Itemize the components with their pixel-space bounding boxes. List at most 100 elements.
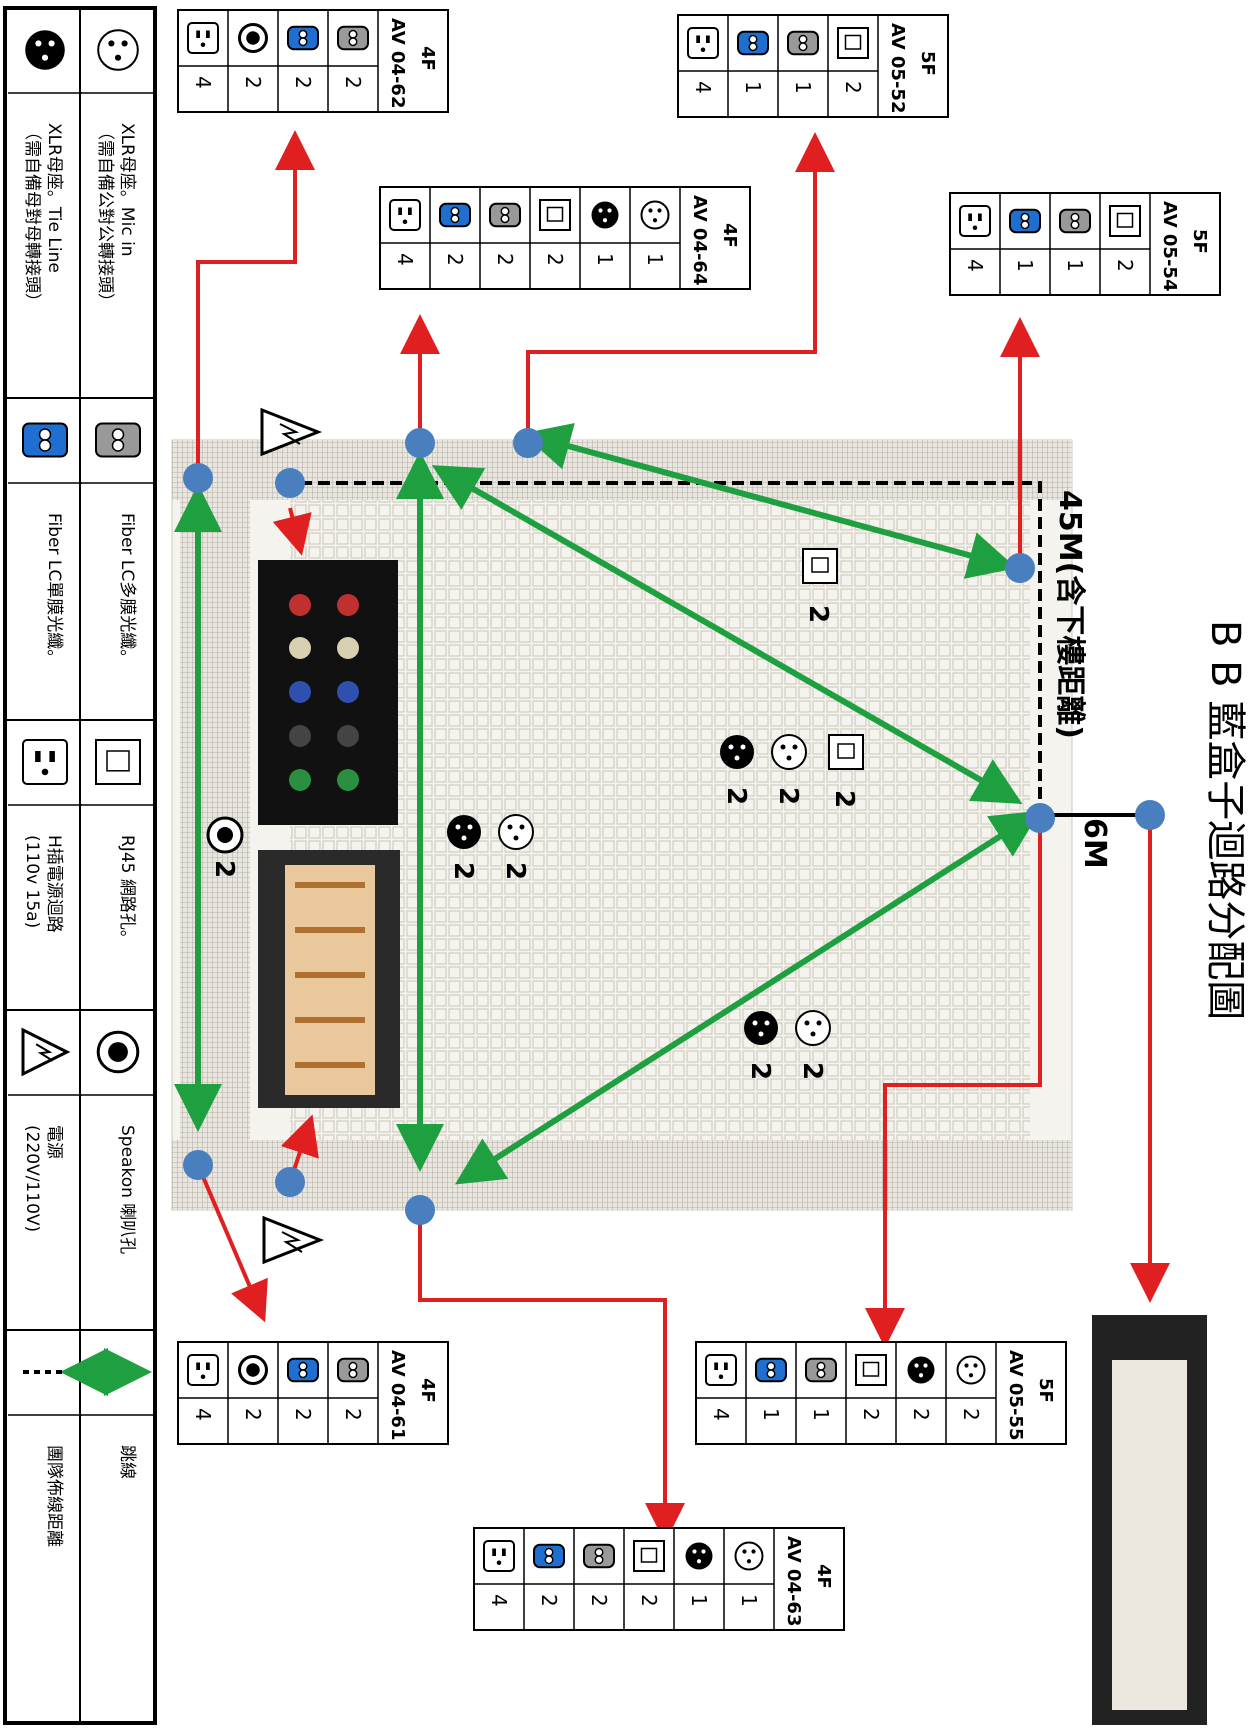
xlr-male-icon (25, 30, 65, 70)
box-count: 2 (841, 81, 865, 94)
fiber-lc-multi-icon (337, 1357, 369, 1383)
fiber-lc-multi-icon (583, 1543, 615, 1569)
speakon-icon (206, 816, 244, 854)
box-floor: 4F (417, 46, 438, 71)
box-count: 4 (709, 1408, 733, 1421)
route-lines (196, 130, 1170, 1543)
box-count: 1 (737, 1594, 761, 1607)
team-cable-route (300, 481, 1042, 815)
legend-text: 團隊佈線距離 (44, 1445, 64, 1547)
fiber-lc-multi-icon (805, 1357, 837, 1383)
xlr-female-icon (734, 1541, 764, 1571)
box-count: 2 (241, 1408, 265, 1421)
rj45-icon (855, 1354, 887, 1386)
box-count: 2 (537, 1594, 561, 1607)
box-count: 1 (809, 1408, 833, 1421)
xlr-female-icon (97, 29, 139, 71)
box-count: 4 (691, 81, 715, 94)
power-outlet-icon (687, 27, 719, 59)
fiber-lc-single-icon (533, 1543, 565, 1569)
distance-short-label: 6M (1077, 818, 1112, 869)
box-count: 1 (759, 1408, 783, 1421)
rj45-icon (539, 199, 571, 231)
power-outlet-icon (389, 199, 421, 231)
high-voltage-icon (262, 1215, 325, 1265)
legend-text: 跳線 (117, 1445, 137, 1479)
box-id: AV 05-55 (1005, 1350, 1026, 1440)
rj45-icon (837, 27, 869, 59)
box-count: 2 (859, 1408, 883, 1421)
fiber-lc-single-icon (287, 1357, 319, 1383)
box-count: 4 (393, 253, 417, 266)
box-floor: 4F (813, 1564, 834, 1589)
legend-text: Fiber LC單膜光纖。 (44, 513, 64, 666)
box-count: 2 (587, 1594, 611, 1607)
connector-panel-photo (289, 594, 359, 791)
rj45-icon (633, 1540, 665, 1572)
fiber-lc-single-icon (439, 202, 471, 228)
box-count: 4 (963, 259, 987, 272)
legend-subtext: (110v 15a) (22, 835, 42, 928)
rj45-icon (1109, 205, 1141, 237)
box-count: 1 (593, 253, 617, 266)
legend-text: Speakon 喇叭孔 (117, 1125, 137, 1254)
box-count: 4 (191, 1408, 215, 1421)
box-count: 1 (643, 253, 667, 266)
count-label: 2 (829, 790, 859, 808)
fiber-lc-multi-icon (1059, 208, 1091, 234)
xlr-female-icon (771, 734, 807, 770)
junction-dots (183, 428, 1165, 1225)
high-voltage-icon (21, 1027, 71, 1077)
fiber-lc-single-icon (737, 30, 769, 56)
rj45-icon (802, 548, 838, 584)
legend-text: 電源 (44, 1125, 64, 1159)
power-outlet-icon (705, 1354, 737, 1386)
xlr-male-icon (720, 735, 754, 769)
box-floor: 4F (417, 1378, 438, 1403)
box-count: 2 (1113, 259, 1137, 272)
box-count: 2 (291, 1408, 315, 1421)
box-count: 2 (543, 253, 567, 266)
xlr-male-icon (447, 815, 481, 849)
xlr-male-icon (907, 1356, 935, 1384)
box-id: AV 04-62 (387, 18, 408, 108)
box-count: 1 (687, 1594, 711, 1607)
xlr-male-icon (744, 1011, 778, 1045)
fiber-lc-multi-icon (489, 202, 521, 228)
box-count: 2 (443, 253, 467, 266)
power-outlet-icon (959, 205, 991, 237)
power-outlet-icon (483, 1540, 515, 1572)
stage-counts: 2 2 2 2 2 2 2 2 2 (209, 605, 859, 1080)
xlr-female-icon (640, 200, 670, 230)
fiber-lc-single-icon (22, 422, 68, 458)
fiber-lc-multi-icon (787, 30, 819, 56)
box-count: 1 (1013, 259, 1037, 272)
legend: XLR母座。Mic in（需自備公對公轉接頭） XLR母座。Tie Line（需自… (3, 6, 157, 1725)
box-count: 4 (487, 1594, 511, 1607)
box-count: 2 (241, 76, 265, 89)
box-id: AV 04-61 (387, 1350, 408, 1440)
legend-text: XLR母座。Tie Line (44, 123, 64, 273)
xlr-female-icon (956, 1355, 986, 1385)
box-count: 4 (191, 76, 215, 89)
count-label: 2 (797, 1062, 827, 1080)
box-count: 2 (493, 253, 517, 266)
fiber-lc-multi-icon (337, 25, 369, 51)
power-outlet-icon (22, 739, 68, 785)
rj45-icon (95, 739, 141, 785)
legend-subtext: （需自備母對母轉接頭） (22, 123, 42, 310)
jumper-lines (174, 422, 1041, 1185)
count-label: 2 (500, 862, 530, 880)
box-count: 2 (637, 1594, 661, 1607)
page-title: B B 藍盒子迴路分配圖 (1202, 620, 1248, 1020)
legend-text: XLR母座。Mic in (117, 123, 137, 257)
speakon-icon (238, 23, 268, 53)
legend-subtext: （需自備公對公轉接頭） (95, 123, 115, 310)
count-label: 2 (803, 605, 833, 623)
power-outlet-icon (187, 22, 219, 54)
box-id: AV 05-54 (1159, 201, 1180, 291)
fiber-lc-single-icon (755, 1357, 787, 1383)
